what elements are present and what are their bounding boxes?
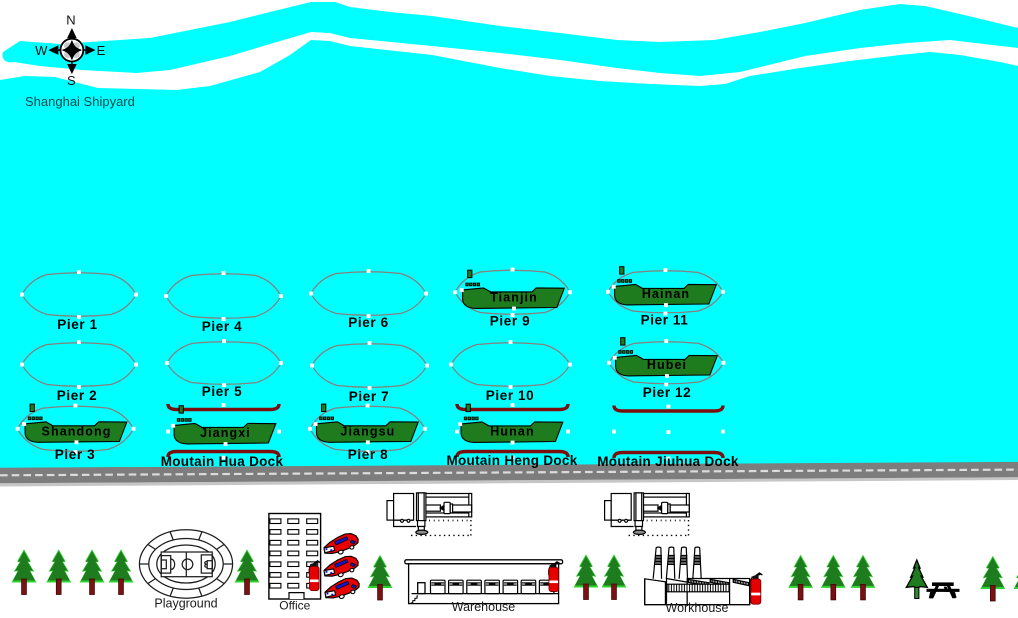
svg-text:Playground: Playground (154, 597, 217, 611)
svg-text:Pier 8: Pier 8 (348, 447, 388, 462)
svg-text:Office: Office (279, 599, 310, 613)
svg-text:N: N (66, 13, 75, 28)
svg-text:S: S (67, 73, 76, 88)
svg-text:Pier 2: Pier 2 (57, 388, 97, 403)
svg-text:Moutain Hua Dock: Moutain Hua Dock (161, 454, 284, 469)
svg-text:Hubei: Hubei (647, 358, 687, 372)
svg-text:Pier 5: Pier 5 (202, 384, 242, 399)
svg-text:Tianjin: Tianjin (490, 291, 538, 305)
svg-text:E: E (97, 43, 106, 58)
svg-text:Shandong: Shandong (42, 425, 112, 439)
svg-text:Moutain Heng Dock: Moutain Heng Dock (446, 453, 577, 468)
svg-text:Pier 11: Pier 11 (641, 313, 689, 328)
svg-text:Pier 7: Pier 7 (349, 389, 389, 404)
svg-text:Jiangxi: Jiangxi (200, 426, 251, 440)
svg-text:Hainan: Hainan (642, 287, 690, 301)
svg-text:Warehouse: Warehouse (452, 600, 516, 614)
svg-text:Workhouse: Workhouse (666, 601, 729, 615)
svg-text:Pier 6: Pier 6 (348, 315, 388, 330)
svg-text:Pier 1: Pier 1 (57, 317, 97, 332)
svg-text:Shanghai Shipyard: Shanghai Shipyard (25, 94, 135, 109)
svg-text:Hunan: Hunan (490, 425, 534, 439)
svg-text:Pier 4: Pier 4 (202, 319, 242, 334)
svg-text:Pier 10: Pier 10 (486, 388, 534, 403)
svg-text:Pier 9: Pier 9 (490, 314, 530, 329)
svg-text:Pier 3: Pier 3 (55, 447, 95, 462)
svg-text:Jiangsu: Jiangsu (340, 425, 395, 439)
svg-text:W: W (35, 43, 48, 58)
svg-text:Pier 12: Pier 12 (643, 385, 691, 400)
svg-text:Moutain Jiuhua Dock: Moutain Jiuhua Dock (597, 454, 739, 469)
